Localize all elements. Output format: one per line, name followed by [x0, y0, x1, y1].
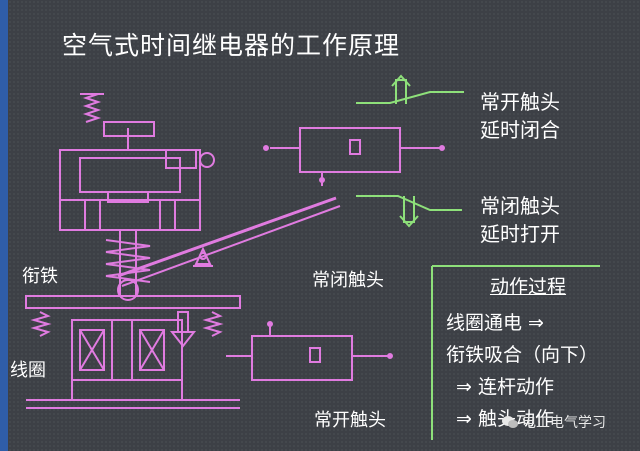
arrow-down-icon: [169, 311, 197, 348]
label-nc-delay-open-1: 常闭触头: [480, 194, 560, 218]
delay-contact-block: [299, 127, 401, 173]
coil-icon: [71, 319, 183, 381]
process-step-2: 衔铁吸合（向下）: [446, 344, 599, 366]
label-no-delay-close-2: 延时闭合: [480, 118, 560, 142]
process-heading: 动作过程: [490, 276, 567, 298]
watermark-text: 电工电气学习: [522, 415, 606, 431]
spring-icon: [80, 93, 104, 123]
watermark: 电工电气学习: [502, 412, 606, 432]
label-armature: 衔铁: [22, 266, 58, 287]
process-step-1: 线圈通电 ⇒: [446, 312, 544, 334]
process-step-3: ⇒ 连杆动作: [456, 376, 554, 398]
nc-delay-open-symbol: [356, 195, 462, 211]
label-coil: 线圈: [10, 360, 46, 381]
no-delay-close-symbol: [356, 91, 464, 104]
lever-arm: [117, 196, 337, 278]
label-nc-delay-open-2: 延时打开: [480, 222, 560, 246]
label-no-contact: 常开触头: [314, 410, 386, 431]
armature-plate: [25, 295, 241, 309]
accent-bar: [0, 0, 8, 451]
instant-contact-block: [251, 335, 353, 381]
label-nc-contact: 常闭触头: [312, 270, 384, 291]
diagram-title: 空气式时间继电器的工作原理: [62, 31, 401, 60]
contact-symbols: [356, 74, 464, 228]
label-no-delay-close-1: 常开触头: [480, 90, 560, 114]
process-bracket: [431, 265, 600, 440]
wechat-icon: [502, 416, 518, 428]
